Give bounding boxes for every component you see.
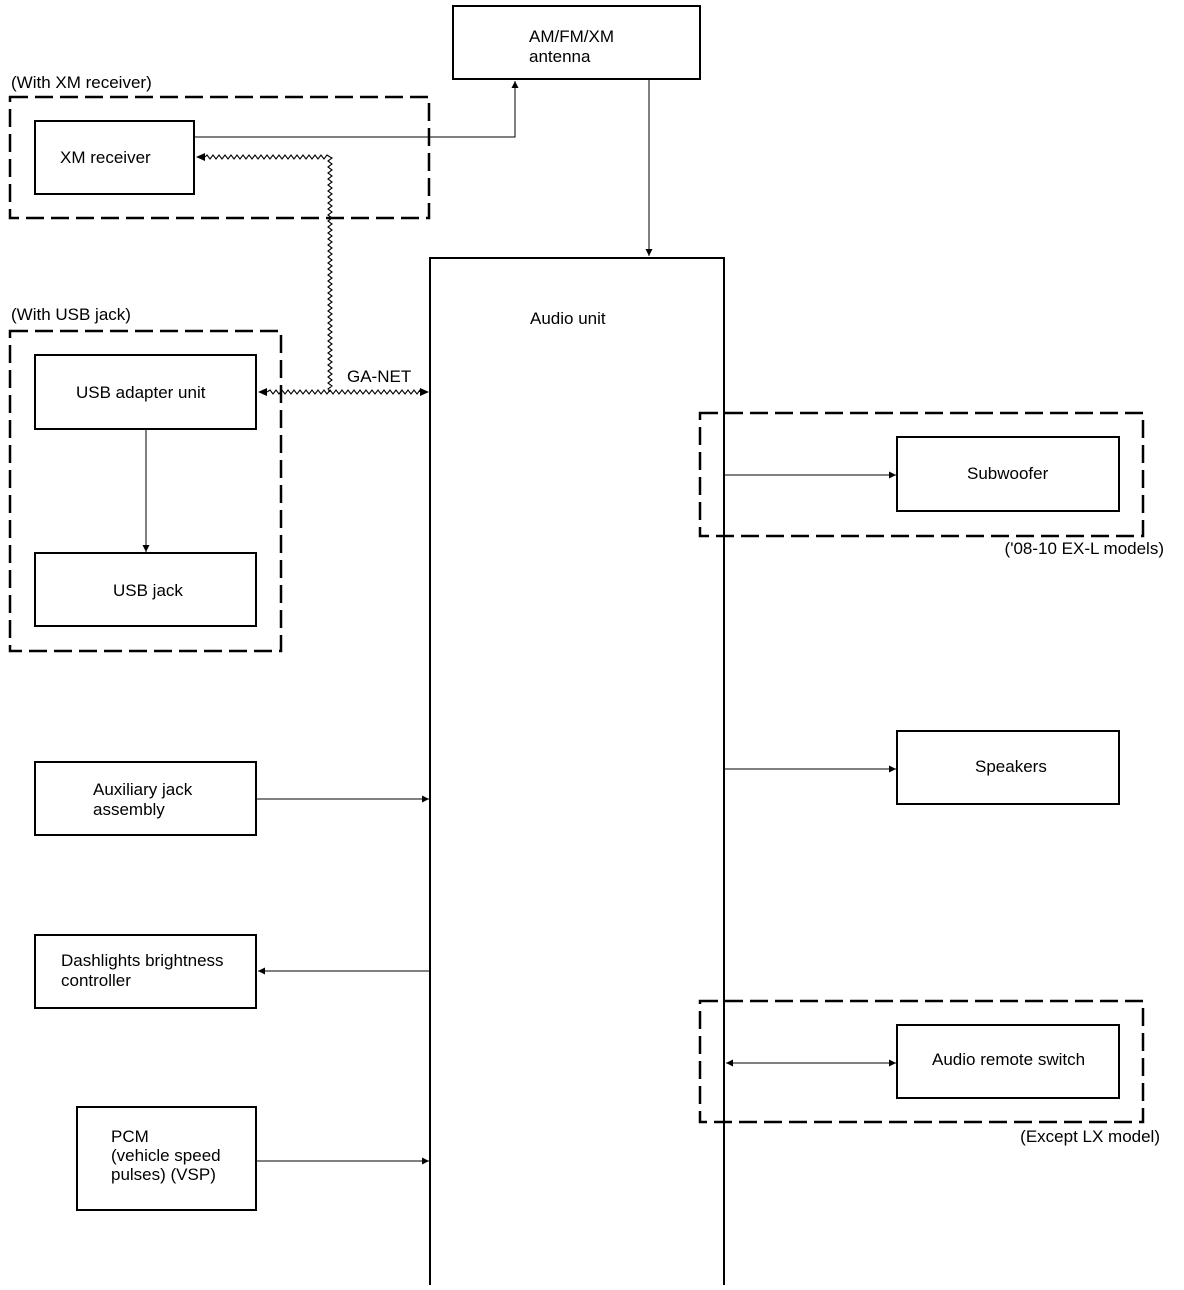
speakers-label: Speakers [975,757,1047,776]
ga-net-bus-label: GA-NET [347,367,411,386]
antenna-label: AM/FM/XM antenna [529,27,619,66]
group-with-usb-jack [8,329,283,653]
audio-remote-switch-block [896,1024,1120,1099]
pcm-label: PCM (vehicle speed pulses) (VSP) [111,1127,225,1184]
audio-remote-switch-label: Audio remote switch [932,1050,1085,1069]
dashlights-controller-block [34,934,257,1009]
arrowhead-ga-net-usb-adapter [258,388,267,396]
pcm-block [76,1106,257,1211]
auxiliary-jack-block [34,761,257,836]
speakers-block [896,730,1120,805]
ga-net-bus-to-xm-receiver [204,154,331,160]
group-label-with-xm-receiver: (With XM receiver) [11,73,152,92]
arrowhead-ga-net-audio-unit [420,388,429,396]
subwoofer-label: Subwoofer [967,464,1049,483]
dashlights-controller-label: Dashlights brightness controller [61,951,228,990]
group-except-lx-model [698,999,1145,1124]
audio-unit-block [429,257,725,1285]
subwoofer-block [896,436,1120,512]
xm-receiver-block [34,120,195,195]
ga-net-bus-vertical [327,156,334,393]
arrowhead-ga-net-xm-receiver [196,153,205,161]
audio-unit-label: Audio unit [530,309,606,328]
auxiliary-jack-label: Auxiliary jack assembly [93,780,197,819]
group-label-ex-l-models: ('08-10 EX-L models) [1005,539,1164,558]
usb-adapter-unit-label: USB adapter unit [76,383,206,402]
group-label-with-usb-jack: (With USB jack) [11,305,131,324]
group-with-xm-receiver [8,95,431,220]
arrow-xm-receiver-to-antenna [195,81,519,138]
ga-net-bus-horizontal [266,388,421,395]
usb-jack-block [34,552,257,627]
group-ex-l-models [698,411,1145,538]
usb-adapter-unit-block [34,354,257,430]
usb-jack-label: USB jack [113,581,183,600]
group-label-except-lx-model: (Except LX model) [1020,1127,1160,1146]
xm-receiver-label: XM receiver [60,148,151,167]
antenna-block [452,5,701,80]
